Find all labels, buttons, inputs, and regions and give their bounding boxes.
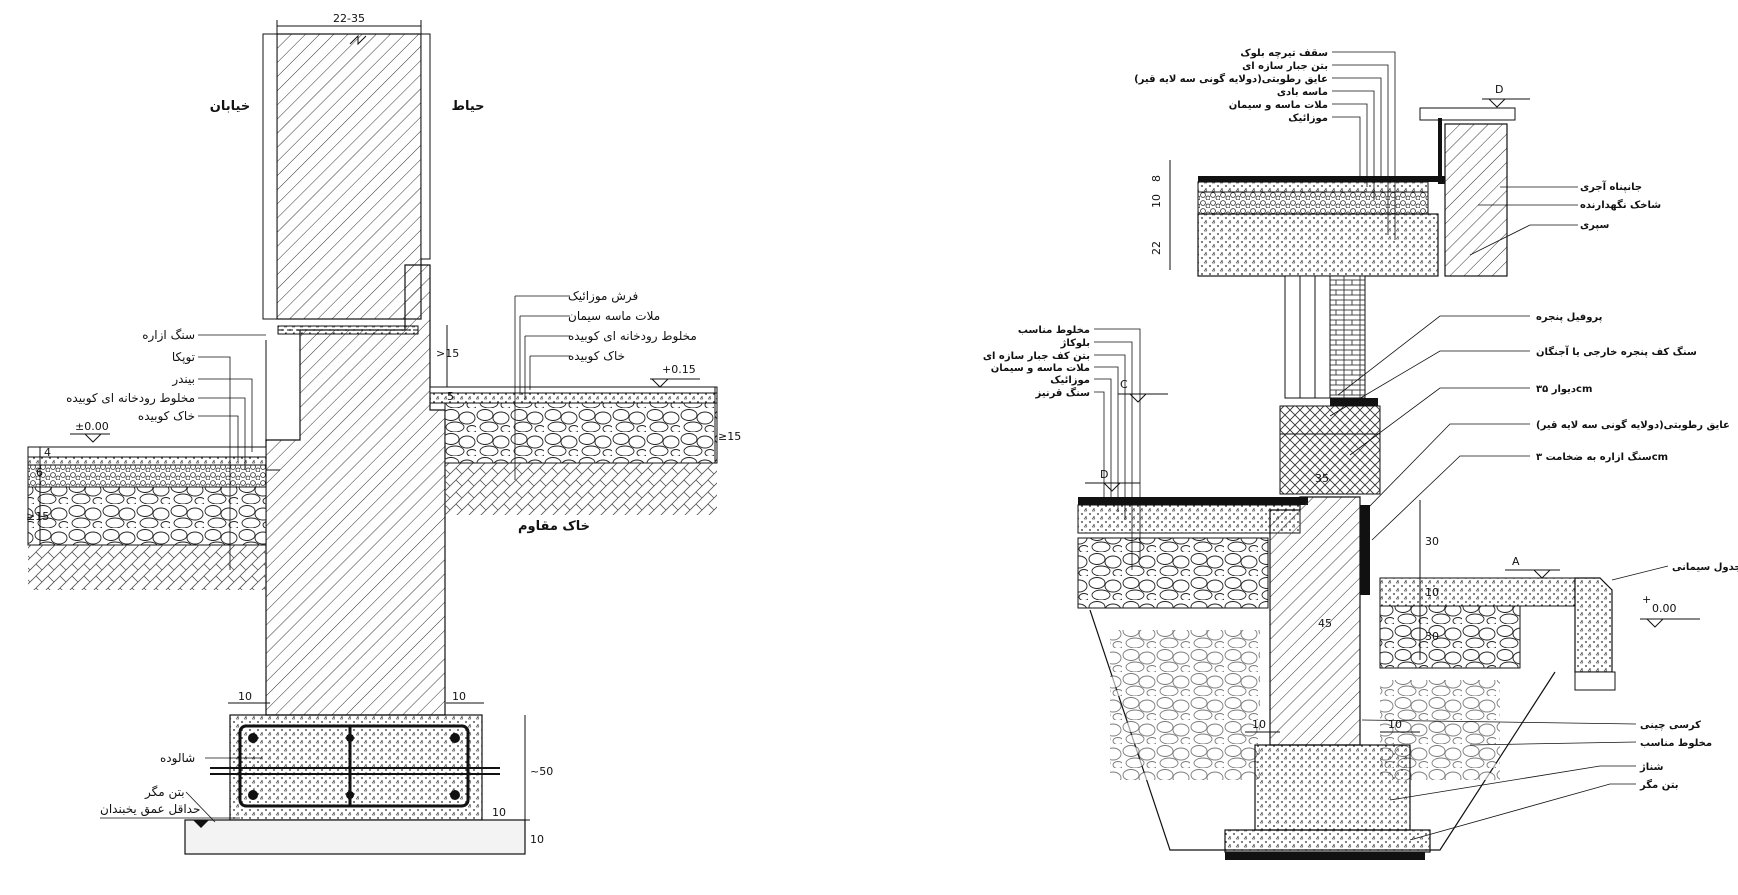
label-plinth: کرسی چینی: [1640, 720, 1701, 731]
label-roof-concrete: بتن جبار سازه ای: [1242, 61, 1328, 72]
label-tee-bar: سپری: [1580, 220, 1609, 231]
sill-stone: [1279, 405, 1381, 435]
right-section-detail: D 8 10 22 سقف تیرچه بلوک بتن جبار سازه ا…: [983, 48, 1738, 860]
foundation-labels: کرسی چینی مخلوط مناسب شناژ بتن مگر: [1361, 719, 1712, 841]
label-wall-waterproofing: عایق رطوبتی(دولایه گونی سه لایه قیر): [1536, 418, 1730, 431]
dim-8: 8: [1150, 175, 1163, 182]
label-lean-concrete: بتن مگر: [144, 785, 185, 800]
street-layer-labels: سنگ ازاره توپکا بیندر مخلوط رودخانه ای ک…: [66, 328, 266, 570]
dim-6: 6: [36, 466, 43, 479]
label-roof-waterproofing: عایق رطوبتی(دولایه گونی سه لایه قیر): [1134, 72, 1328, 85]
label-window-profile: پروفیل پنجره: [1536, 312, 1603, 323]
dim-10-d: 10: [1388, 718, 1402, 731]
label-yard: حیاط: [451, 99, 484, 114]
window-profile: [1284, 275, 1331, 399]
dim-15-top: >15: [436, 347, 459, 360]
label-found-mix: مخلوط مناسب: [1640, 738, 1712, 749]
label-skirting-stone: سنگ ازاره: [142, 328, 195, 343]
label-resistant-soil: خاک مقاوم: [518, 519, 590, 534]
label-binder: بیندر: [171, 372, 195, 387]
dim-45: 45: [1318, 617, 1332, 630]
label-floor-mortar: ملات ماسه سیمان: [568, 309, 660, 323]
dim-10-bottom: 10: [492, 806, 506, 819]
dim-5: 5: [447, 390, 454, 403]
label-blockage: بلوکاژ: [1060, 338, 1090, 349]
label-street: خیابان: [210, 99, 250, 114]
label-min-frost-depth: حداقل عمق یخبندان: [100, 802, 200, 817]
label-compacted-soil: خاک کوبیده: [138, 409, 195, 424]
marker-a: A: [1512, 555, 1520, 568]
label-tie-beam: شناژ: [1639, 762, 1664, 773]
foundation-footing: [1254, 744, 1411, 831]
label-river-mix: مخلوط رودخانه ای کوبیده: [66, 391, 195, 406]
label-baseboard: سنگ قرنیز: [1035, 387, 1091, 399]
label-floor-mosaic: موزائیک: [1050, 375, 1090, 386]
dim-30-a: 30: [1425, 535, 1439, 548]
cement-curb: [1574, 577, 1613, 673]
dim-15-left: ≥15: [26, 510, 49, 523]
dim-10-roof: 10: [1150, 194, 1163, 208]
label-found-lean-concrete: بتن مگر: [1639, 778, 1679, 791]
label-skirting-3cm: سنگ ازاره به ضخامت ۳cm: [1536, 451, 1668, 463]
floor-stone-fill: [444, 402, 718, 464]
label-suitable-mix: مخلوط مناسب: [1018, 325, 1090, 336]
level-zero: 0.00: [1652, 602, 1677, 615]
label-roof-mortar: ملات ماسه و سیمان: [1229, 100, 1328, 111]
level-street: ±0.00: [75, 420, 109, 433]
level-plus-sign: +: [1642, 593, 1651, 606]
dim-10-c: 10: [1252, 718, 1266, 731]
blockage: [1077, 537, 1269, 609]
dim-35: 35: [1315, 472, 1329, 485]
label-topeka: توپکا: [172, 350, 195, 365]
level-floor: +0.15: [662, 363, 696, 376]
label-roof-sand: ماسه بادی: [1277, 87, 1328, 98]
roof-layer-labels: سقف تیرچه بلوک بتن جبار سازه ای عایق رطو…: [1134, 48, 1396, 240]
label-floor-mosaic: فرش موزائیک: [568, 289, 638, 304]
label-floor-river-mix: مخلوط رودخانه ای کوبیده: [568, 329, 697, 344]
marker-c: C: [1120, 378, 1128, 391]
interior-floor-finish: [1078, 497, 1308, 505]
resistant-soil: [445, 463, 717, 515]
interior-floor-labels: مخلوط مناسب بلوکاژ بتن کف جبار سازه ای م…: [983, 325, 1141, 570]
label-floor-soil: خاک کوبیده: [568, 349, 625, 364]
wall-width-dimension: 22-35: [333, 12, 365, 25]
dim-10-base: 10: [530, 833, 544, 846]
label-floor-mortar: ملات ماسه و سیمان: [991, 363, 1090, 374]
parapet-labels: جانپناه آجری شاخک نگهدارنده سپری: [1469, 180, 1661, 256]
label-footing: شالوده: [160, 751, 195, 766]
upper-wall: [276, 33, 422, 320]
lean-concrete-base: [1224, 829, 1431, 853]
dim-10-left: 10: [238, 690, 252, 703]
marker-d-top: D: [1495, 83, 1503, 96]
roof-slab: [1197, 213, 1439, 277]
label-roof-joist-block: سقف تیرچه بلوک: [1240, 48, 1328, 59]
label-wall-35: دیوار ۳۵cm: [1536, 384, 1592, 395]
dim-15-right: ≥15: [718, 430, 741, 443]
label-roof-mosaic: موزائیک: [1288, 113, 1328, 124]
dim-10-right: 10: [452, 690, 466, 703]
dim-10-b: 10: [1425, 586, 1439, 599]
dim-50: ~50: [530, 765, 553, 778]
left-section-detail: 22-35 خیابان حیاط خاک مقاوم ±0.00 +0.15: [26, 12, 741, 855]
wall-labels: پروفیل پنجره سنگ کف پنجره خارجی یا آجنگا…: [1329, 312, 1730, 541]
label-brick-parapet: جانپناه آجری: [1580, 180, 1642, 193]
label-floor-concrete: بتن کف جبار سازه ای: [983, 351, 1090, 362]
label-cement-curb: جدول سیمانی: [1672, 562, 1738, 573]
dim-22: 22: [1150, 241, 1163, 255]
label-anchor: شاخک نگهدارنده: [1580, 198, 1661, 211]
roof-waterproofing: [1198, 176, 1445, 182]
wall-35: [1279, 433, 1381, 495]
floor-finish: [429, 386, 718, 394]
floor-layer-labels: فرش موزائیک ملات ماسه سیمان مخلوط رودخان…: [514, 289, 697, 480]
foundation-wall: [1269, 496, 1361, 746]
street-stone-fill: [27, 486, 267, 546]
exterior-slab: [1379, 577, 1576, 607]
label-sill-stone: سنگ کف پنجره خارجی یا آجنگان: [1536, 345, 1697, 358]
dim-30-b: 30: [1425, 630, 1439, 643]
lean-concrete: [184, 819, 526, 855]
dim-4: 4: [44, 446, 51, 459]
